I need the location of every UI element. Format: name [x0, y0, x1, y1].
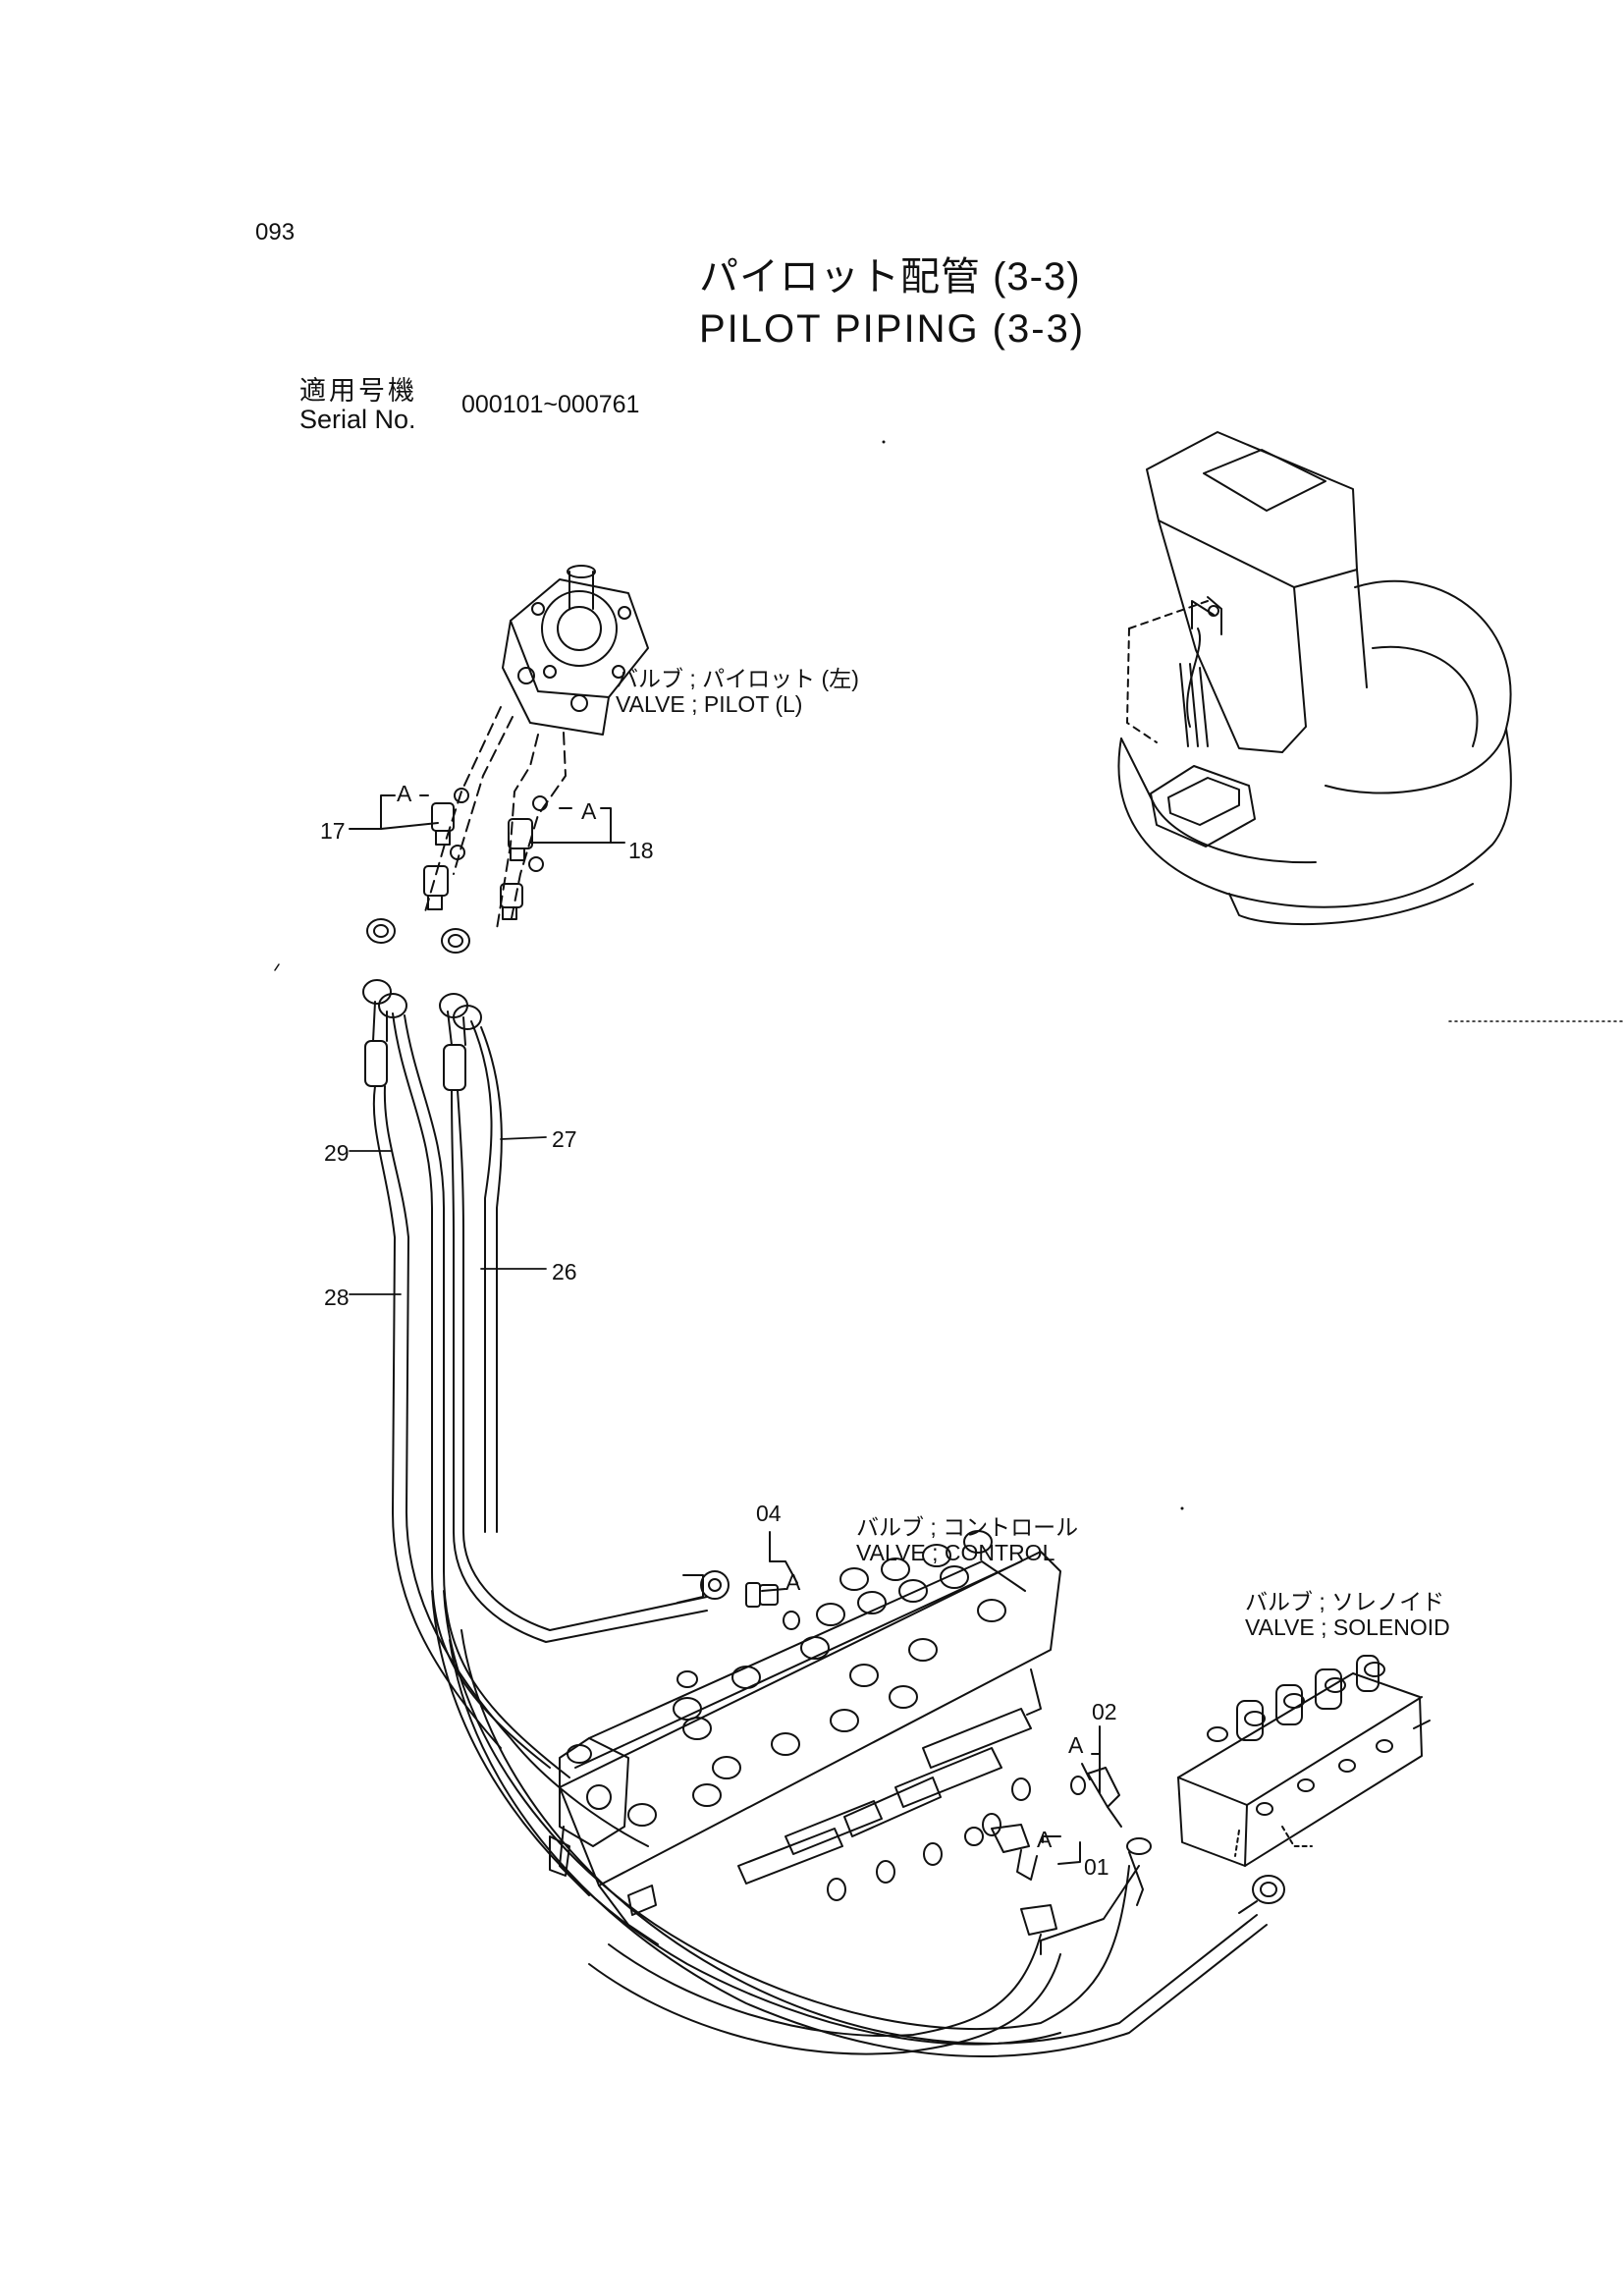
page-number: 093 — [255, 219, 296, 246]
hose-ends-top — [362, 918, 482, 1091]
bracket-18 — [559, 807, 625, 844]
callout-17: 17 — [320, 818, 346, 844]
callout-26: 26 — [552, 1259, 577, 1285]
serial-label-japanese: 適用号機 — [299, 376, 417, 406]
callout-01: 01 — [1084, 1854, 1109, 1880]
callout-04: 04 — [756, 1501, 782, 1526]
pilot-valve-label-jp: バルブ ; パイロット (左) — [616, 666, 859, 691]
serial-range: 000101~000761 — [461, 391, 640, 418]
bracket-17 — [349, 794, 429, 830]
leader-17 — [380, 822, 439, 830]
solenoid-valve-label: バルブ ; ソレノイド VALVE ; SOLENOID — [1245, 1589, 1450, 1641]
callout-a-17: A — [397, 781, 412, 806]
machine-overview — [1117, 431, 1512, 926]
solenoid-valve — [1177, 1655, 1431, 1914]
pilot-valve-label-en: VALVE ; PILOT (L) — [616, 691, 803, 718]
fittings-17-18 — [423, 788, 548, 920]
fitting-04 — [676, 1531, 800, 1630]
control-valve-label: バルブ ; コントロール VALVE ; CONTROL — [856, 1514, 1078, 1566]
control-valve — [549, 1530, 1061, 1945]
solenoid-valve-label-jp: バルブ ; ソレノイド — [1245, 1589, 1445, 1614]
callout-29: 29 — [324, 1140, 350, 1166]
fitting-02-01 — [964, 1725, 1152, 1955]
pilot-valve-left — [502, 565, 649, 736]
callout-a-04: A — [785, 1569, 801, 1595]
title-english: PILOT PIPING (3-3) — [699, 307, 1086, 351]
callout-18: 18 — [628, 838, 654, 863]
serial-label-english: Serial No. — [299, 405, 416, 434]
solenoid-valve-label-en: VALVE ; SOLENOID — [1245, 1614, 1450, 1641]
hose-leaders — [349, 1136, 547, 1295]
title-japanese: パイロット配管 (3-3) — [699, 255, 1081, 299]
callout-02: 02 — [1092, 1699, 1117, 1724]
callout-a-01: A — [1037, 1827, 1053, 1852]
pilot-valve-label: バルブ ; パイロット (左) VALVE ; PILOT (L) — [616, 666, 859, 718]
callout-28: 28 — [324, 1285, 350, 1310]
callout-a-02: A — [1068, 1732, 1084, 1758]
hoses — [372, 1001, 1268, 2057]
callout-a-18: A — [581, 798, 597, 824]
callout-27: 27 — [552, 1126, 577, 1152]
